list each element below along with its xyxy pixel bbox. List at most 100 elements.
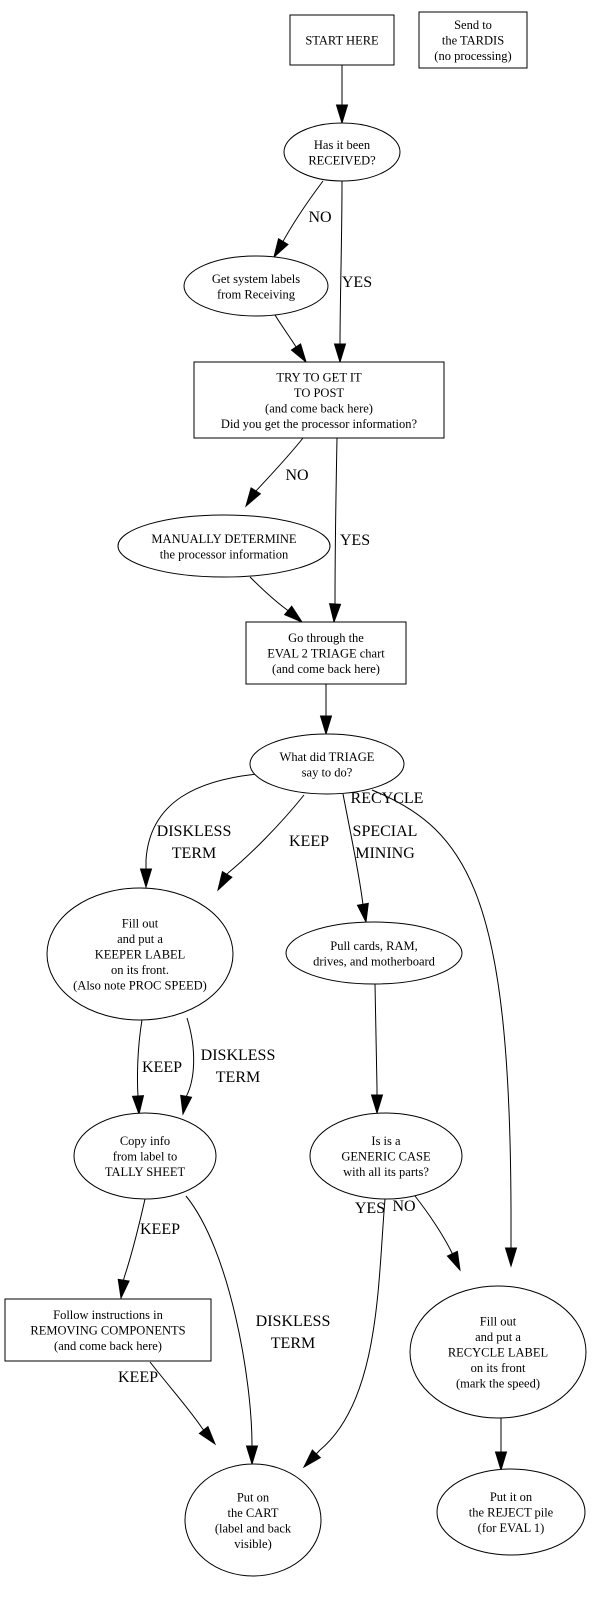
node-label-line: Copy info	[120, 1134, 170, 1148]
edge-triage-chart-to-triage-q	[319, 684, 333, 736]
edge-line	[334, 437, 338, 606]
node-start: START HERE	[289, 14, 395, 66]
arrowhead-icon	[117, 1278, 130, 1300]
node-box-shape	[193, 361, 445, 439]
edge-label: NO	[392, 1198, 415, 1215]
node-label-line: (for EVAL 1)	[478, 1521, 545, 1535]
edge-pull-to-generic	[370, 983, 384, 1115]
node-label-line: Send to	[454, 18, 492, 32]
node-ellipse-shape	[283, 122, 401, 182]
arrowhead-icon	[333, 343, 347, 364]
edge-post-to-triage-chart	[328, 437, 342, 624]
edge-labels-to-post	[274, 314, 307, 364]
edge-label: YES	[340, 532, 370, 549]
node-label-line: the processor information	[160, 547, 289, 561]
edge-label: KEEP	[140, 1221, 180, 1238]
edge-label: KEEP	[289, 833, 329, 850]
node-label-line: Did you get the processor information?	[221, 417, 418, 431]
arrowhead-icon	[273, 237, 289, 259]
edge-line	[342, 793, 364, 906]
node-label-line: Is is a	[371, 1134, 401, 1148]
node-ellipse-shape	[285, 921, 463, 985]
edge-triage-q-to-pull	[342, 793, 369, 924]
arrowhead-icon	[245, 487, 262, 508]
edge-line	[123, 1198, 146, 1279]
node-label-line: REMOVING COMPONENTS	[30, 1324, 185, 1338]
arrowhead-icon	[198, 1425, 217, 1446]
edge-line	[227, 794, 305, 874]
node-ellipse-shape	[46, 887, 234, 1021]
edge-line	[254, 437, 304, 493]
edge-label: TERM	[216, 1069, 260, 1086]
edge-labels-layer: NOYESNOYESDISKLESSTERMKEEPSPECIALMININGR…	[118, 209, 423, 1386]
edge-line	[145, 773, 258, 861]
edge-label: YES	[355, 1200, 385, 1217]
node-label-line: MANUALLY DETERMINE	[151, 532, 297, 546]
edge-label: YES	[342, 274, 372, 291]
edge-line	[374, 983, 378, 1089]
arrowhead-icon	[283, 605, 304, 624]
node-box-shape	[418, 11, 528, 69]
node-pull: Pull cards, RAM,drives, and motherboard	[285, 921, 463, 985]
node-ellipse-shape	[184, 1463, 322, 1577]
edge-triage-q-to-recycle	[371, 789, 518, 1268]
node-box-shape	[289, 14, 395, 66]
node-ellipse-shape	[249, 733, 405, 795]
edge-label: TERM	[172, 845, 216, 862]
node-label-line: on its front	[471, 1361, 526, 1375]
node-ellipse-shape	[73, 1112, 217, 1200]
edge-line	[274, 314, 299, 351]
edge-removing-to-cart	[149, 1361, 217, 1446]
node-ellipse-shape	[436, 1468, 586, 1556]
node-label-line: the REJECT pile	[469, 1506, 554, 1520]
arrowhead-icon	[494, 1451, 508, 1472]
edge-line	[339, 180, 343, 346]
edge-tally-to-removing	[117, 1198, 146, 1300]
node-label-line: say to do?	[302, 765, 353, 779]
edge-line	[149, 1361, 203, 1429]
edge-generic-to-cart	[302, 1198, 386, 1469]
edge-label: KEEP	[118, 1369, 158, 1386]
node-label-line: Has it been	[314, 138, 371, 152]
node-label-line: and put a	[117, 932, 163, 946]
edge-label: SPECIAL	[353, 823, 418, 840]
edge-label: MINING	[355, 845, 415, 862]
node-label-line: and put a	[475, 1330, 521, 1344]
node-label-line: Go through the	[288, 631, 364, 645]
arrowhead-icon	[290, 343, 307, 364]
node-label-line: RECEIVED?	[308, 153, 376, 167]
arrowhead-icon	[319, 715, 333, 736]
node-label-line: Fill out	[122, 917, 159, 931]
node-label-line: with all its parts?	[343, 1165, 429, 1179]
node-ellipse-shape	[409, 1285, 587, 1419]
edge-label: KEEP	[142, 1059, 182, 1076]
node-label-line: drives, and motherboard	[313, 954, 436, 968]
node-label-line: visible)	[234, 1537, 272, 1551]
node-label-line: Pull cards, RAM,	[330, 939, 418, 953]
edge-line	[185, 1017, 195, 1098]
edge-line	[185, 1195, 253, 1446]
arrowhead-icon	[217, 870, 233, 892]
arrowhead-icon	[139, 868, 153, 889]
edge-label: RECYCLE	[351, 790, 424, 807]
node-label-line: Put on	[237, 1490, 270, 1504]
node-label-line: KEEPER LABEL	[95, 948, 186, 962]
node-box-shape	[4, 1298, 212, 1362]
edge-keeper-to-tally	[131, 1019, 145, 1116]
node-label-line: TO POST	[294, 386, 344, 400]
edge-manual-to-triage-chart	[249, 576, 304, 624]
edge-generic-to-recycle	[414, 1195, 461, 1272]
edge-start-to-received	[335, 65, 349, 125]
edge-label: DISKLESS	[256, 1313, 331, 1330]
